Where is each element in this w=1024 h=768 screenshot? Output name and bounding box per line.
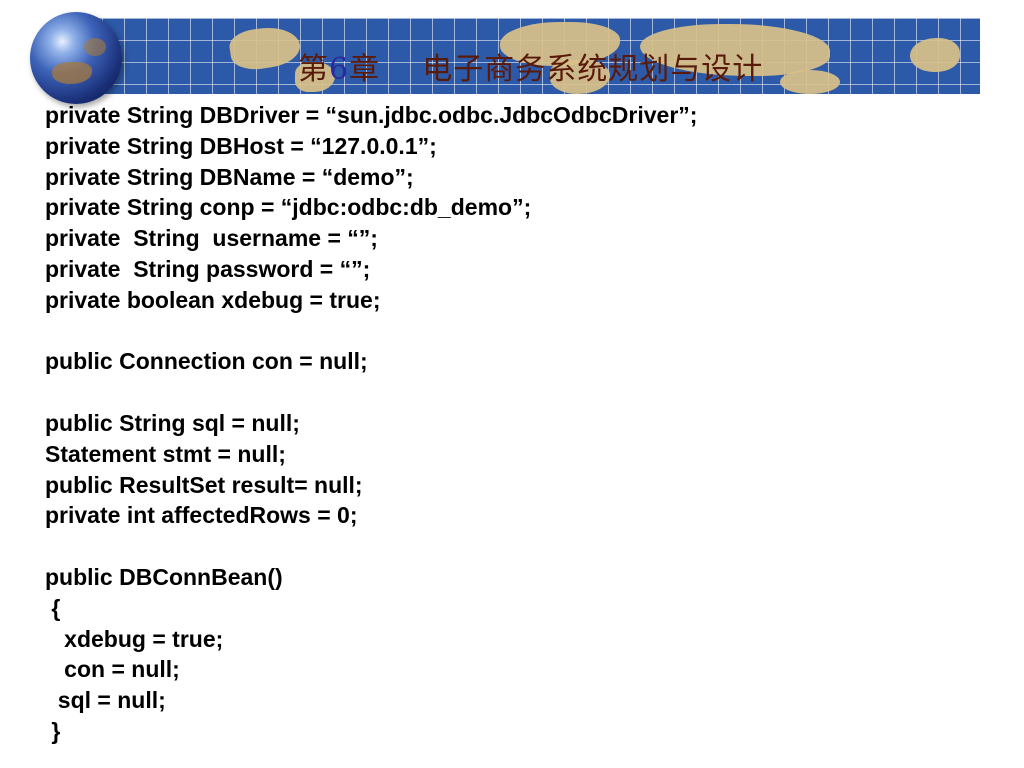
code-block: private String DBDriver = “sun.jdbc.odbc… — [45, 100, 1005, 747]
code-line: private String DBHost = “127.0.0.1”; — [45, 132, 437, 159]
code-line: public DBConnBean() — [45, 563, 283, 590]
code-line: public ResultSet result= null; — [45, 471, 363, 498]
map-continent — [295, 62, 335, 92]
slide-title: 第6章 电子商务系统规划与设计 — [298, 44, 763, 88]
title-prefix: 第 — [298, 52, 329, 87]
map-continent — [640, 24, 830, 76]
map-continent — [910, 38, 960, 72]
map-continent — [550, 60, 610, 94]
header-banner — [80, 18, 980, 94]
code-line: { — [45, 594, 61, 621]
code-line: private String password = “”; — [45, 255, 371, 282]
code-line: private String DBName = “demo”; — [45, 163, 414, 190]
code-line — [45, 316, 1005, 347]
code-line: private int affectedRows = 0; — [45, 502, 358, 529]
chapter-number: 6 — [329, 52, 350, 87]
map-continent — [227, 23, 303, 73]
code-line: xdebug = true; — [45, 625, 224, 652]
code-line: private boolean xdebug = true; — [45, 286, 381, 313]
code-line: public String sql = null; — [45, 409, 300, 436]
code-line — [45, 531, 1005, 562]
code-line: private String username = “”; — [45, 225, 378, 252]
code-line: Statement stmt = null; — [45, 440, 286, 467]
code-line: con = null; — [45, 656, 180, 683]
code-line: } — [45, 717, 61, 744]
code-line: private String conp = “jdbc:odbc:db_demo… — [45, 194, 532, 221]
globe-icon — [30, 12, 122, 104]
code-line — [45, 377, 1005, 408]
code-line: public Connection con = null; — [45, 348, 368, 375]
map-continent — [500, 22, 620, 66]
map-continent — [780, 70, 840, 94]
code-line: sql = null; — [45, 687, 166, 714]
code-line: private String DBDriver = “sun.jdbc.odbc… — [45, 102, 698, 128]
title-rest: 章 电子商务系统规划与设计 — [349, 52, 764, 87]
